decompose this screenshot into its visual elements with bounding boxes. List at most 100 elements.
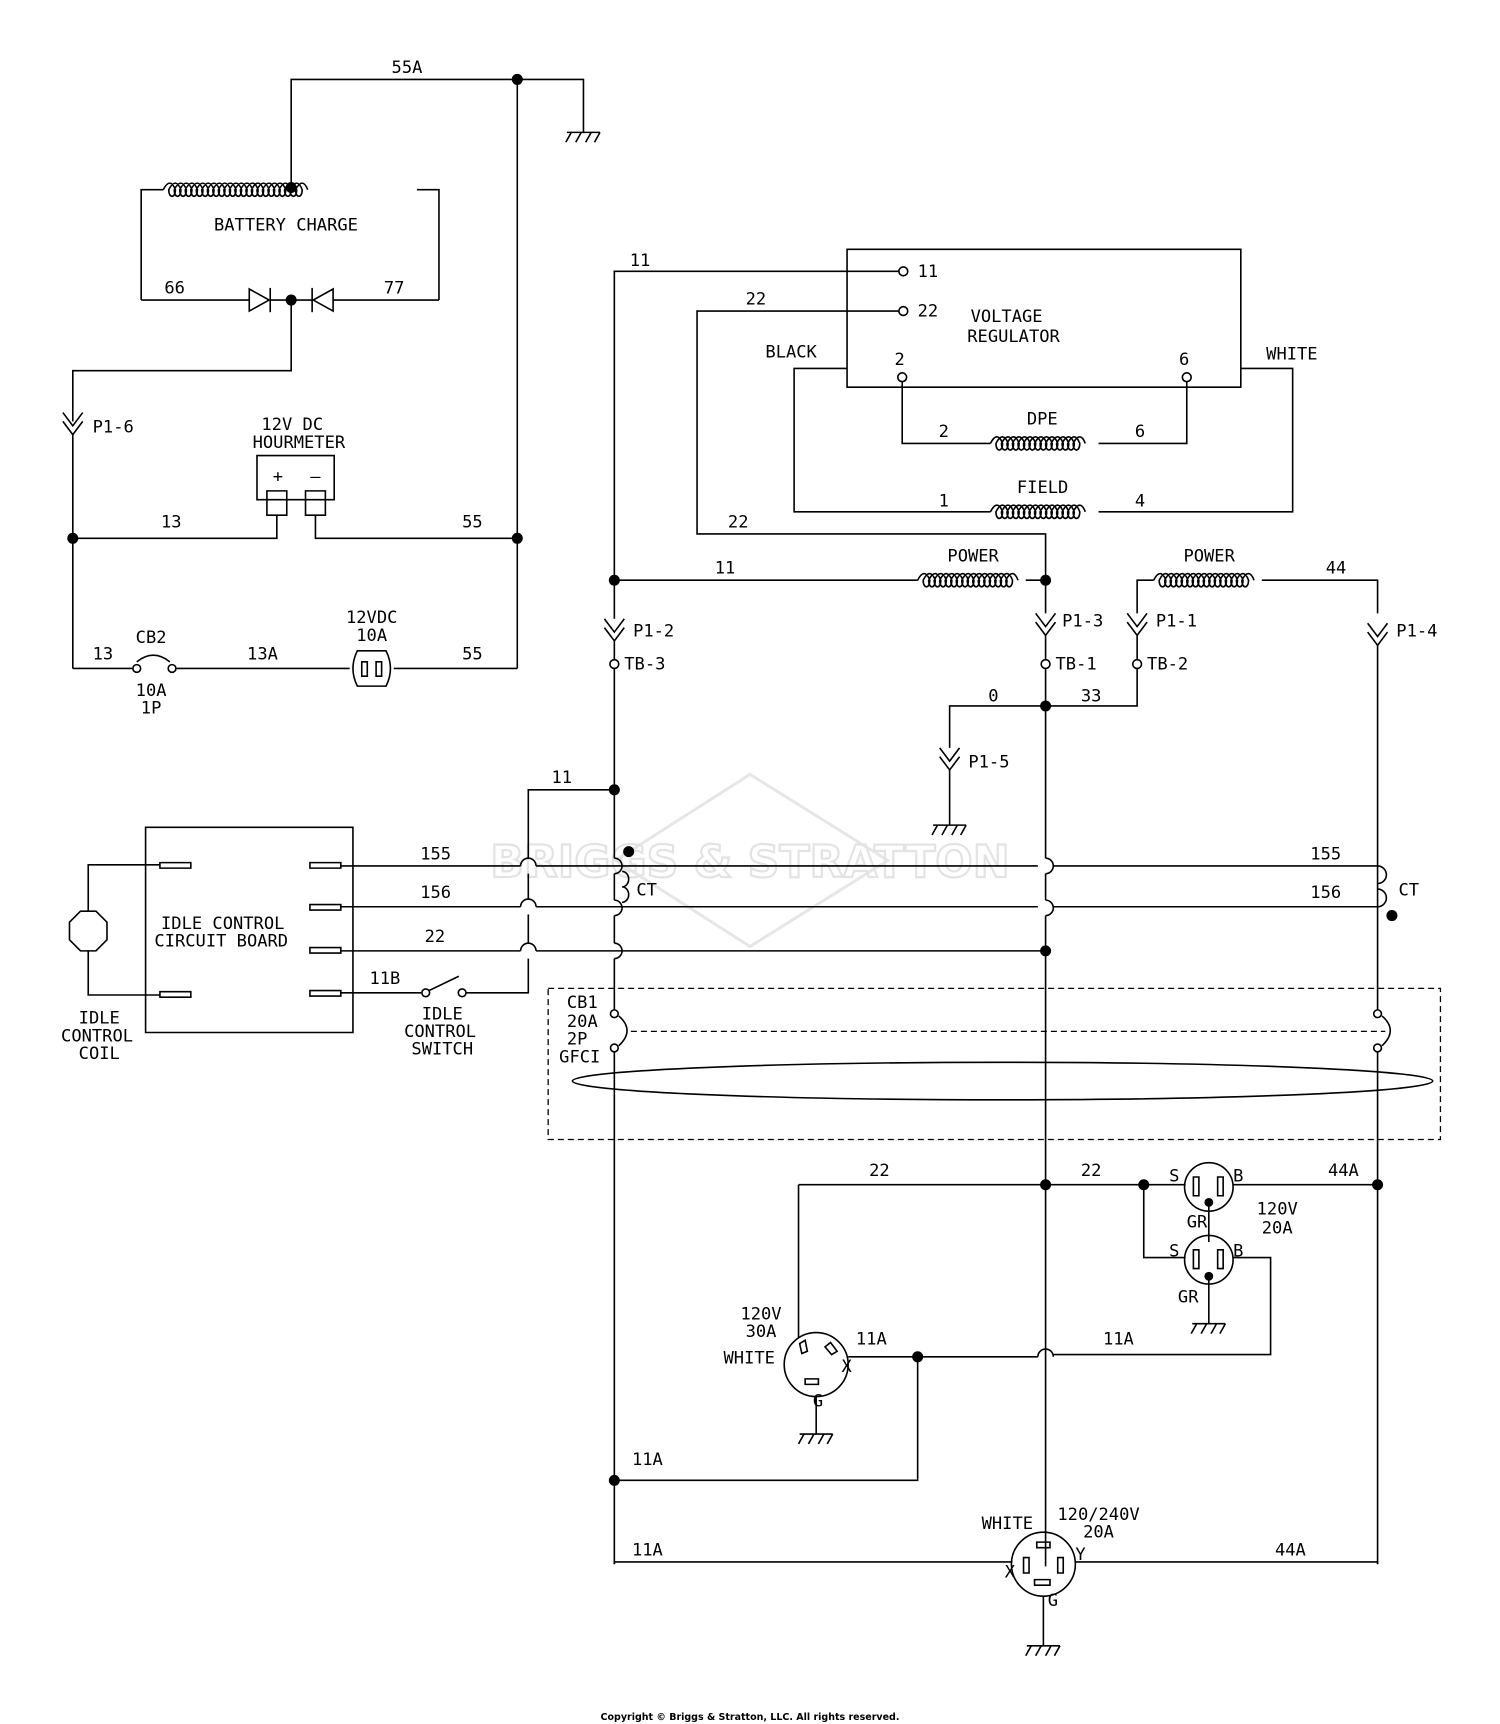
label-tw-120v: 120V	[740, 1304, 781, 1324]
label-tw-x: X	[842, 1357, 853, 1377]
label-77: 77	[384, 278, 405, 298]
outlets: 22 22 44A S B GR 120V 20A S B GR	[608, 1161, 1384, 1656]
label-voltage: VOLTAGE	[971, 307, 1043, 327]
label-cb2: CB2	[136, 628, 167, 648]
label-11a-4: 11A	[632, 1540, 663, 1560]
wire-33	[1046, 668, 1138, 706]
label-vr-22: 22	[918, 302, 939, 322]
label-p1-5: P1-5	[968, 753, 1009, 773]
label-155: 155	[420, 844, 451, 864]
wire-33-power	[1137, 580, 1154, 613]
wire-55-hourmeter	[315, 515, 517, 538]
ct-icon	[622, 871, 629, 902]
label-gr-2: GR	[1178, 1288, 1199, 1308]
label-20a: 20A	[1262, 1218, 1293, 1238]
label-b-2: B	[1233, 1241, 1243, 1261]
vr-terminal-22	[899, 307, 908, 316]
terminal-tb-3	[610, 660, 619, 669]
label-155-right: 155	[1310, 844, 1341, 864]
wire-hop	[521, 899, 536, 907]
label-0: 0	[988, 687, 998, 707]
label-13: 13	[161, 512, 182, 532]
voltage-regulator	[847, 249, 1241, 387]
wire-hop	[1046, 858, 1054, 873]
label-dpe-2: 2	[939, 422, 949, 442]
label-idle-coil-control: CONTROL	[61, 1026, 133, 1046]
connector-icon	[1368, 632, 1388, 645]
ground-icon	[1191, 1324, 1225, 1334]
copyright-notice: Copyright © Briggs & Stratton, LLC. All …	[600, 1712, 900, 1723]
wire-field-black	[794, 368, 990, 511]
wire-22-duplex	[1144, 1185, 1186, 1258]
receptacle-slot	[1193, 1177, 1199, 1196]
wire-11	[614, 271, 899, 580]
label-idle-switch-control: CONTROL	[404, 1022, 476, 1042]
label-idle-coil: IDLE	[79, 1009, 120, 1029]
label-22-a: 22	[869, 1161, 890, 1181]
wire-field-white	[1099, 368, 1293, 511]
breaker-terminal	[610, 1044, 618, 1052]
vr-terminal-6	[1182, 373, 1191, 382]
receptacle-slot	[1193, 1250, 1199, 1269]
label-field-4: 4	[1135, 491, 1145, 511]
board-terminal	[310, 863, 341, 869]
receptacle-slot	[1218, 1177, 1224, 1196]
connector-icon	[940, 757, 960, 770]
gfci-cb1: CB1 20A 2P GFCI	[548, 988, 1440, 1564]
receptacle-slot	[805, 1379, 818, 1385]
label-idle-switch: IDLE	[422, 1004, 463, 1024]
diode-icon	[249, 288, 312, 312]
label-circuit-board: CIRCUIT BOARD	[154, 931, 288, 951]
ct-icon	[1378, 866, 1387, 884]
gfci-enclosure	[548, 988, 1440, 1139]
label-22: 22	[746, 289, 767, 309]
label-156: 156	[420, 883, 451, 903]
label-11a-2: 11A	[1103, 1330, 1134, 1350]
wire-11a-main	[614, 1562, 1012, 1564]
outlet-slot	[362, 662, 368, 676]
idle-control-coil	[69, 911, 107, 951]
label-battery-charge: BATTERY CHARGE	[214, 216, 358, 236]
label-55: 55	[462, 512, 483, 532]
power-winding-1	[918, 574, 1018, 587]
label-p1-3: P1-3	[1062, 612, 1103, 632]
label-tw-30a: 30A	[746, 1322, 777, 1342]
label-idle-control: IDLE CONTROL	[161, 914, 284, 934]
connector-icon	[1036, 622, 1056, 635]
twistlock-receptacle-30a	[784, 1333, 848, 1397]
label-12vdc-rating: 10A	[356, 626, 387, 646]
label-22-left: 22	[728, 512, 749, 532]
hourmeter-terminal	[306, 491, 326, 515]
breaker-terminal	[1374, 1044, 1382, 1052]
wire-44	[1262, 580, 1378, 613]
wire-66-left	[141, 190, 163, 300]
board-terminal	[310, 905, 341, 911]
breaker-terminal	[610, 1010, 618, 1018]
label-tw-g: G	[813, 1391, 823, 1411]
label-hourmeter-voltage: 12V DC	[261, 415, 323, 435]
label-hourmeter: HOURMETER	[253, 433, 346, 453]
label-big-y: Y	[1075, 1545, 1085, 1565]
label-vr-6: 6	[1179, 350, 1189, 370]
receptacle-slot	[1218, 1250, 1224, 1269]
junction-dot	[608, 784, 620, 796]
connector-icon	[604, 619, 624, 632]
hourmeter	[257, 456, 334, 500]
label-156-right: 156	[1310, 883, 1341, 903]
label-p1-6: P1-6	[93, 417, 134, 437]
label-ct-right: CT	[1399, 881, 1420, 901]
wire-22	[697, 311, 1046, 580]
wire-hop	[521, 943, 536, 951]
label-55a: 55A	[392, 58, 423, 78]
label-gr-1: GR	[1187, 1213, 1208, 1233]
field-coil	[990, 505, 1085, 518]
ground-icon	[566, 132, 600, 142]
label-big-20a: 20A	[1083, 1523, 1114, 1543]
label-66: 66	[164, 278, 185, 298]
wire-11-idle	[528, 790, 614, 858]
connector-icon	[1368, 623, 1388, 636]
connector-icon	[604, 628, 624, 641]
dpe-coil	[990, 437, 1085, 450]
cb2-terminal	[168, 665, 176, 673]
